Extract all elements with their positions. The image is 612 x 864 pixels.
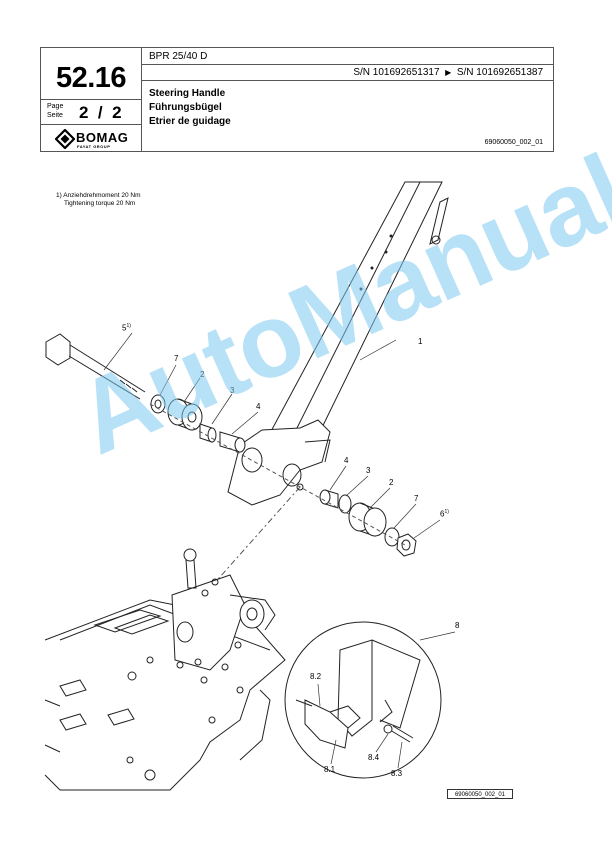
serial-range: S/N 101692651317 ▶ S/N 101692651387 [353, 67, 543, 78]
spacer-4 [219, 431, 246, 453]
title-de: Führungsbügel [149, 102, 222, 113]
header-block: 52.16 Page Seite 2 / 2 BOMAG FAYAT GROUP… [40, 47, 554, 152]
callout-8-1: 8.1 [324, 765, 336, 774]
sleeve-3 [199, 423, 217, 443]
callout-4-right: 4 [344, 456, 349, 465]
sleeve-3-right [338, 494, 352, 514]
washer-7-right [384, 527, 400, 547]
nut-6 [396, 533, 417, 557]
spacer-4-right [319, 489, 339, 509]
figure-reference: 69060050_002_01 [447, 789, 513, 799]
callout-8: 8 [455, 621, 460, 630]
page-label: Page Seite [47, 103, 64, 119]
header-divider [41, 124, 141, 125]
washer-7 [150, 394, 166, 414]
bolt-5 [45, 333, 146, 400]
machine-base-frame [44, 599, 286, 791]
arrow-right-icon: ▶ [445, 68, 452, 77]
steering-handle-bar [261, 181, 449, 449]
callout-1: 1 [418, 337, 423, 346]
callout-2: 2 [200, 370, 205, 379]
callout-6: 61) [440, 509, 449, 519]
bushing-2-right [348, 502, 387, 537]
header-divider [141, 48, 142, 151]
detail-view-8 [284, 621, 442, 779]
callout-8-3: 8.3 [391, 769, 403, 778]
doc-number: 69060050_002_01 [484, 139, 543, 146]
bomag-diamond-icon [55, 129, 75, 149]
callout-7: 7 [174, 354, 179, 363]
part-titles: Steering Handle Führungsbügel Etrier de … [149, 87, 231, 129]
leader-lines [103, 332, 456, 769]
title-en: Steering Handle [149, 88, 226, 99]
header-divider [141, 64, 553, 65]
callout-3: 3 [230, 386, 235, 395]
callout-4: 4 [256, 402, 261, 411]
bomag-logo: BOMAG FAYAT GROUP [55, 129, 135, 151]
brand-group: FAYAT GROUP [77, 144, 111, 149]
callout-7-right: 7 [414, 494, 419, 503]
callout-8-2: 8.2 [310, 672, 322, 681]
torque-note: 1) Anziehdrehmoment 20 Nm Tightening tor… [56, 192, 141, 207]
model-name: BPR 25/40 D [149, 51, 208, 62]
header-divider [41, 99, 141, 100]
callout-2-right: 2 [389, 478, 394, 487]
header-divider [141, 80, 553, 81]
bushing-2 [167, 398, 203, 431]
brand-name: BOMAG [76, 130, 129, 145]
callout-5: 51) [122, 323, 131, 333]
callout-3-right: 3 [366, 466, 371, 475]
page-fraction: 2 / 2 [79, 103, 122, 122]
page-number: 52.16 [55, 62, 127, 94]
title-fr: Etrier de guidage [149, 116, 231, 127]
pivot-mount [171, 548, 276, 671]
callout-8-4: 8.4 [368, 753, 380, 762]
handle-bracket [227, 419, 331, 506]
